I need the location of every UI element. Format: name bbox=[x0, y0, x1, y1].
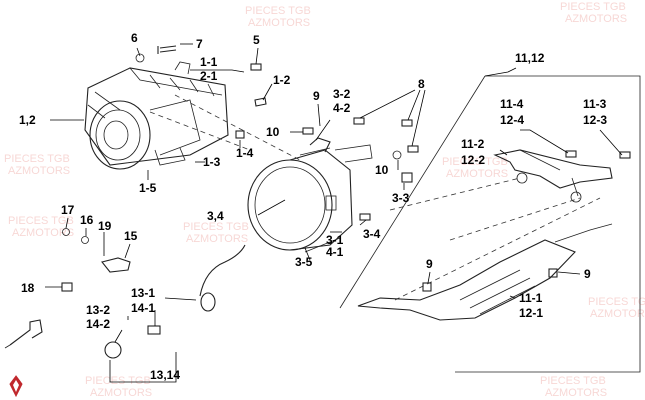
callout-3-4-main: 3,4 bbox=[207, 209, 224, 223]
callout-2-1: 2-1 bbox=[200, 69, 218, 83]
callout-1-1: 1-1 bbox=[200, 55, 218, 69]
watermark-text: AZMOTORS bbox=[12, 227, 74, 239]
callout-3-2: 3-2 bbox=[333, 87, 351, 101]
callout-1-2: 1-2 bbox=[273, 73, 291, 87]
callout-5: 5 bbox=[253, 33, 260, 47]
callout-10b: 10 bbox=[375, 163, 389, 177]
watermark-text: PIECES TGB bbox=[4, 153, 70, 165]
position-lamp-part bbox=[199, 244, 246, 312]
leader-lines bbox=[45, 43, 623, 383]
bolt-9c bbox=[548, 268, 558, 278]
callout-8: 8 bbox=[418, 77, 425, 91]
callout-11-1: 11-1 bbox=[519, 291, 543, 305]
nut-1-4 bbox=[235, 130, 245, 139]
callout-9b: 9 bbox=[426, 257, 433, 271]
callout-12-3: 12-3 bbox=[583, 113, 607, 127]
callout-1-3: 1-3 bbox=[203, 155, 221, 169]
bolt-10b bbox=[392, 150, 402, 160]
callout-16: 16 bbox=[80, 213, 94, 227]
watermark-text: AZMOTORS bbox=[8, 165, 70, 177]
callout-18: 18 bbox=[21, 281, 35, 295]
watermark-text: AZMOTORS bbox=[248, 17, 310, 29]
washer-16 bbox=[81, 236, 89, 244]
bulb-14-1 bbox=[147, 325, 161, 335]
watermark-text: AZMOTORS bbox=[90, 387, 152, 399]
callout-12-4: 12-4 bbox=[500, 113, 524, 127]
callout-3-1: 3-1 bbox=[326, 233, 344, 247]
callout-10a: 10 bbox=[266, 125, 280, 139]
callout-1-2-main: 1,2 bbox=[19, 113, 36, 127]
bracket-small-part bbox=[4, 319, 43, 349]
callout-1-4: 1-4 bbox=[236, 146, 254, 160]
callout-19: 19 bbox=[98, 219, 112, 233]
watermark-text: AZMOTORS bbox=[565, 13, 627, 25]
bolt-8b bbox=[401, 119, 413, 127]
callout-13-1: 13-1 bbox=[131, 286, 155, 300]
watermark-text: PIECES TGB bbox=[442, 156, 508, 168]
watermark-text: PIECES TGB bbox=[588, 296, 645, 308]
callout-11-12: 11,12 bbox=[515, 51, 545, 65]
callout-13-14: 13,14 bbox=[150, 368, 180, 382]
bolt-9b bbox=[422, 282, 432, 292]
bracket-15-part bbox=[101, 257, 131, 273]
screw-11-4 bbox=[565, 150, 577, 158]
callout-6: 6 bbox=[131, 31, 138, 45]
projector-lens-part bbox=[247, 137, 373, 253]
callout-13-2: 13-2 bbox=[86, 303, 110, 317]
bolt-3-4 bbox=[359, 213, 371, 221]
callout-14-2: 14-2 bbox=[86, 317, 110, 331]
callout-12-2: 12-2 bbox=[461, 153, 485, 167]
watermark-text: AZMOTORS bbox=[446, 168, 508, 180]
bolt-18 bbox=[61, 282, 73, 292]
watermark-text: AZMOTORS bbox=[590, 308, 645, 320]
bolt-5 bbox=[250, 63, 262, 71]
screw-11-3 bbox=[619, 151, 631, 159]
screw-1-2 bbox=[254, 97, 267, 107]
callout-3-5: 3-5 bbox=[295, 255, 313, 269]
callout-1-5: 1-5 bbox=[139, 181, 157, 195]
callout-7: 7 bbox=[196, 37, 203, 51]
washer-17 bbox=[62, 228, 70, 236]
watermark-text: PIECES TGB bbox=[183, 221, 249, 233]
callout-11-3: 11-3 bbox=[583, 97, 607, 111]
bolt-8a bbox=[353, 117, 365, 125]
callout-9c: 9 bbox=[584, 267, 591, 281]
callout-3-4: 3-4 bbox=[363, 227, 381, 241]
callout-3-3: 3-3 bbox=[392, 191, 410, 205]
callout-17: 17 bbox=[61, 203, 75, 217]
callout-4-2: 4-2 bbox=[333, 101, 351, 115]
screw-7 bbox=[157, 45, 177, 54]
callout-11-4: 11-4 bbox=[500, 97, 524, 111]
watermark-text: PIECES TGB bbox=[245, 5, 311, 17]
callout-12-1: 12-1 bbox=[519, 306, 543, 320]
bolt-8c bbox=[407, 145, 419, 153]
watermark-text: PIECES TGB bbox=[560, 1, 626, 13]
watermark-text: PIECES TGB bbox=[8, 215, 74, 227]
callout-11-2: 11-2 bbox=[461, 137, 485, 151]
callout-labels: 6 7 5 1-1 2-1 1-2 1,2 1-3 1-4 1-5 9 10 3… bbox=[19, 31, 607, 382]
callout-14-1: 14-1 bbox=[131, 301, 155, 315]
fastener-parts bbox=[61, 45, 631, 359]
headlight-housing-part bbox=[84, 61, 229, 170]
watermark-text: AZMOTORS bbox=[545, 387, 607, 399]
bolt-10a bbox=[302, 127, 314, 135]
watermark-text: PIECES TGB bbox=[540, 375, 606, 387]
watermark-layer: PIECES TGB AZMOTORS PIECES TGB AZMOTORS … bbox=[4, 1, 645, 399]
brand-logo bbox=[9, 375, 23, 398]
washer-6 bbox=[135, 53, 145, 63]
watermark-text: PIECES TGB bbox=[85, 375, 151, 387]
watermark-text: AZMOTORS bbox=[186, 233, 248, 245]
cover-bracket-group bbox=[339, 75, 641, 373]
callout-15: 15 bbox=[124, 229, 138, 243]
dashed-guide-lines bbox=[149, 94, 301, 161]
callout-9a: 9 bbox=[313, 89, 320, 103]
clip-3-3 bbox=[401, 172, 413, 183]
callout-4-1: 4-1 bbox=[326, 245, 344, 259]
bulb-cap-14-2 bbox=[104, 341, 122, 359]
